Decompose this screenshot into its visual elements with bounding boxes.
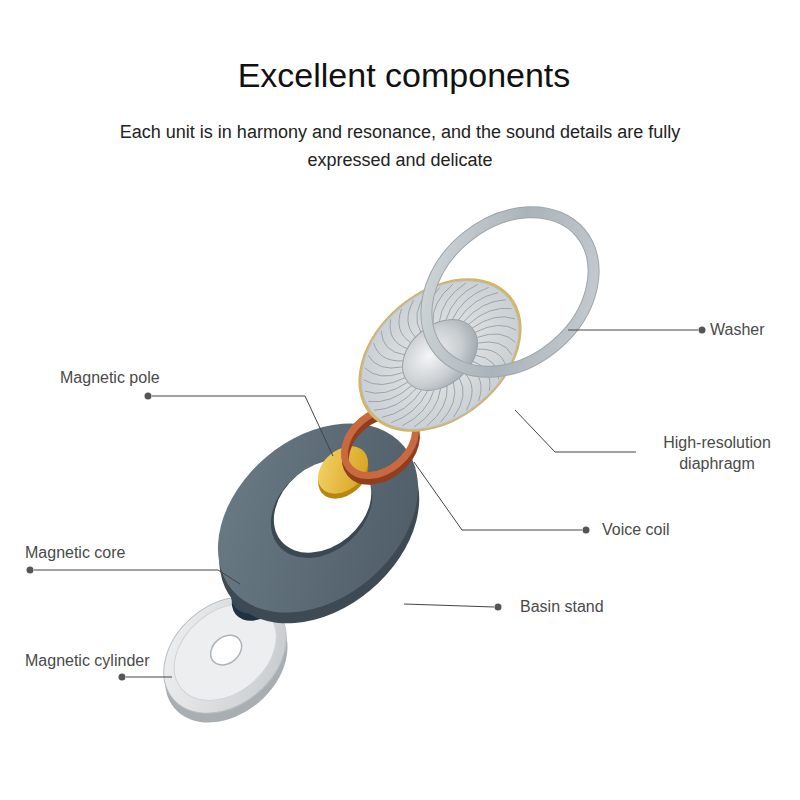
diaphragm-rib	[364, 359, 405, 399]
diaphragm-rib	[406, 388, 449, 427]
diaphragm-rib	[383, 319, 412, 351]
diaphragm-rib	[475, 311, 516, 351]
washer	[395, 179, 626, 405]
leader-lines	[34, 330, 698, 677]
part-label: Magnetic pole	[60, 368, 160, 388]
leader-dots	[27, 327, 706, 681]
page-title: Excellent components	[4, 56, 800, 95]
diaphragm-rib	[431, 283, 474, 322]
part-label: Magnetic cylinder	[25, 651, 150, 671]
diaphragm-rib	[416, 386, 459, 426]
part-label: Voice coil	[602, 520, 670, 540]
part-label: Basin stand	[520, 597, 604, 617]
part-label: Magnetic core	[25, 543, 126, 563]
part-label: High-resolution diaphragm	[642, 432, 792, 474]
subtitle: Each unit is in harmony and resonance, a…	[80, 118, 720, 174]
diaphragm-rib	[468, 297, 511, 337]
diaphragm-rib	[377, 329, 405, 360]
diaphragm-rib	[456, 287, 498, 324]
diaphragm-rib	[372, 336, 403, 370]
part-label: Washer	[710, 320, 765, 340]
